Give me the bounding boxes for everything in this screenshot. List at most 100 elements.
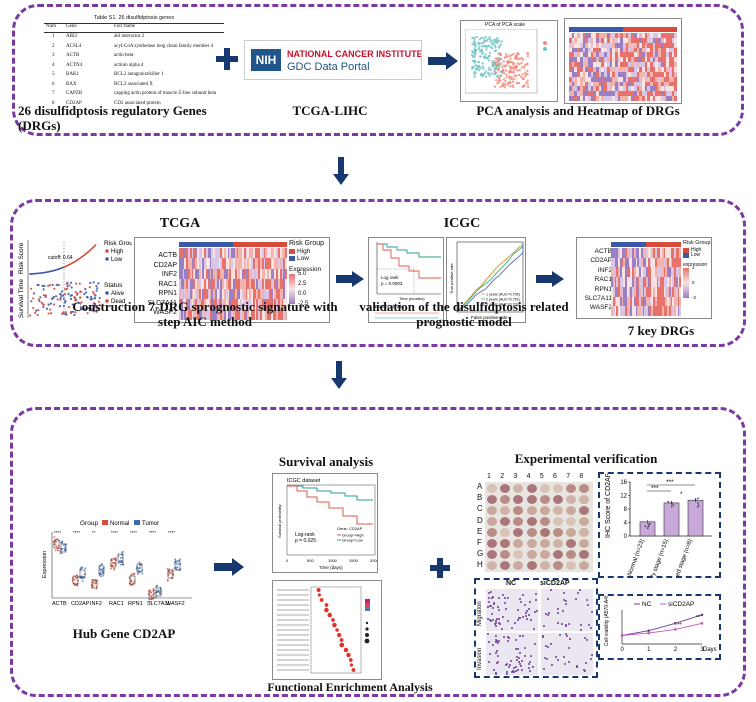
heatmap-cell: [614, 42, 618, 48]
box-point: [159, 588, 162, 591]
pca-point: [526, 52, 530, 55]
status-point: [57, 284, 60, 287]
heatmap-cell: [647, 37, 651, 43]
pca-point: [501, 82, 505, 85]
heatmap-cell: [256, 268, 259, 280]
heatmap-cell: [674, 86, 678, 92]
heatmap-cell: [231, 248, 234, 259]
heatmap-cell: [641, 71, 645, 77]
heatmap-cell: [256, 299, 259, 310]
heatmap-cell: [252, 278, 255, 290]
stained-cell: [564, 623, 567, 626]
heatmap-cell: [654, 286, 657, 297]
heatmap-cell: [633, 81, 637, 87]
pca-point: [471, 43, 474, 46]
heatmap-cell: [278, 299, 281, 310]
tma-core: [526, 527, 537, 537]
enrich-dot: [335, 628, 339, 632]
pca-point: [502, 78, 506, 81]
ihc-point: [648, 523, 650, 526]
heatmap-cell: [620, 67, 624, 73]
heatmap-cell: [609, 57, 613, 63]
heatmap-cell: [267, 309, 270, 321]
heatmap-cell: [642, 267, 645, 278]
stained-cell: [523, 603, 526, 606]
box-point: [76, 584, 79, 587]
heatmap-cell: [582, 42, 586, 48]
heatmap-cell: [234, 289, 237, 300]
heatmap-cell: [184, 289, 187, 300]
heatmap-cell: [243, 268, 246, 280]
heatmap-cell: [636, 67, 640, 73]
heatmap-cell: [569, 52, 572, 58]
heatmap-cell: [674, 42, 678, 48]
heatmap-cell: [596, 86, 599, 92]
heatmap-cell: [623, 86, 626, 92]
heatmap-cell: [269, 268, 272, 280]
heatmap-cell: [236, 258, 239, 269]
box-point: [80, 575, 83, 578]
ihc-ytick: 0: [624, 534, 628, 540]
heatmap-cell: [626, 296, 629, 307]
heatmap-cell: [614, 81, 618, 87]
heatmap-cell: [285, 299, 288, 310]
heatmap-cell: [213, 248, 216, 259]
heatmap-cell: [617, 67, 621, 73]
stained-cell: [556, 607, 559, 610]
heatmap-cell: [587, 62, 591, 68]
heatmap-cell: [258, 309, 261, 321]
heatmap-cell: [650, 33, 653, 39]
heatmap-cell: [620, 71, 624, 77]
heatmap-cell: [611, 257, 614, 268]
heatmap-cell: [628, 257, 631, 268]
heatmap-cell: [274, 289, 277, 300]
heatmap-cell: [618, 248, 621, 258]
heatmap-cell: [626, 286, 629, 297]
heatmap-cell: [577, 96, 581, 102]
heatmap-cell: [644, 296, 647, 307]
heatmap-cell: [213, 309, 216, 321]
heatmap-cell: [587, 52, 591, 58]
heatmap-cell: [186, 278, 189, 290]
heatmap-cell: [596, 71, 599, 77]
heatmap-cell: [269, 258, 272, 269]
heatmap-cell: [571, 67, 575, 73]
stained-cell: [509, 660, 512, 663]
ihc-point: [670, 505, 673, 508]
heatmap-cell: [256, 289, 259, 300]
heatmap-cell: [639, 57, 643, 63]
pca-point: [496, 59, 500, 62]
heatmap-cell: [606, 52, 610, 58]
legend-swatch-high: [683, 247, 689, 253]
heatmap-cell: [236, 268, 239, 280]
heatmap-cell: [655, 76, 659, 82]
heatmap-cell: [279, 299, 282, 310]
heatmap-cell: [660, 306, 663, 317]
legend-dot-low: [105, 257, 109, 261]
pca-point: [509, 70, 513, 73]
heatmap-cell: [616, 296, 619, 307]
gdc-line1: NATIONAL CANCER INSTITUTE: [287, 49, 422, 59]
heatmap-cell: [660, 286, 663, 297]
heatmap-cell: [651, 296, 654, 307]
heatmap-cell: [663, 96, 667, 102]
heatmap-cell: [189, 248, 192, 259]
heatmap-cell: [650, 71, 653, 77]
heatmap-gene-label: CD2AP: [590, 257, 612, 265]
heatmap-cell: [614, 71, 618, 77]
status-point: [62, 297, 65, 300]
heatmap-cell: [186, 248, 189, 259]
heatmap-cell: [218, 248, 221, 259]
heatmap-cell: [666, 47, 670, 53]
heatmap-cell: [652, 86, 656, 92]
stained-cell: [576, 591, 579, 594]
heatmap-cell: [650, 57, 653, 63]
status-point: [52, 303, 56, 306]
stained-cell: [527, 613, 530, 616]
heatmap-cell: [225, 248, 228, 259]
heatmap-cell: [215, 268, 218, 280]
stained-cell: [494, 640, 497, 643]
heatmap-cell: [666, 91, 670, 97]
